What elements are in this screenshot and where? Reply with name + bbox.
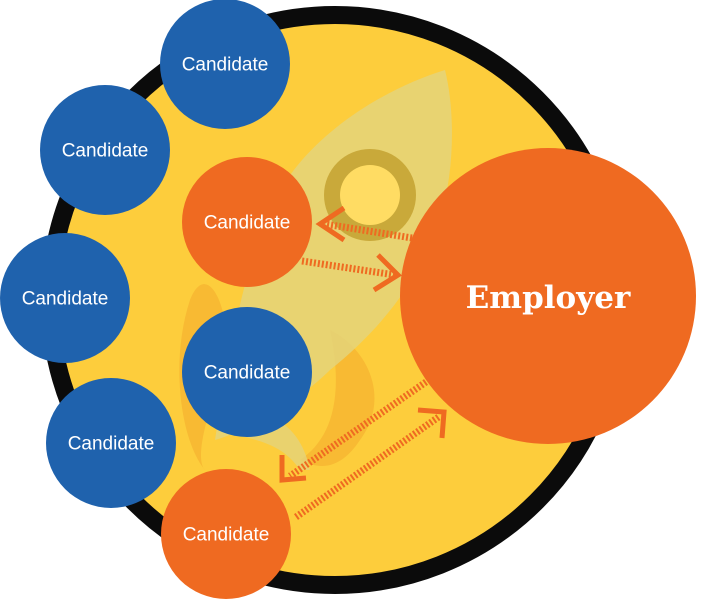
candidate-node: Candidate [160,0,290,129]
candidate-label: Candidate [204,213,291,234]
candidate-node: Candidate [0,233,130,363]
candidate-label: Candidate [62,141,149,162]
candidate-node: Candidate [46,378,176,508]
candidate-label: Candidate [182,55,269,76]
candidate-label: Candidate [22,289,109,310]
candidate-node: Candidate [182,157,312,287]
arrow-candidate-bottom-to-employer [293,407,447,520]
employer-node: Employer [400,148,696,444]
candidate-label: Candidate [204,363,291,384]
candidate-label: Candidate [183,525,270,546]
double-arrow-icon [279,205,447,520]
employer-label: Employer [466,280,631,316]
arrow-candidate-top-to-employer [301,253,402,293]
candidate-node: Candidate [40,85,170,215]
arrow-employer-to-candidate-bottom [279,379,428,483]
candidate-node: Candidate [161,469,291,599]
candidate-node: Candidate [182,307,312,437]
arrow-employer-to-candidate-top [315,205,413,243]
candidate-label: Candidate [68,434,155,455]
